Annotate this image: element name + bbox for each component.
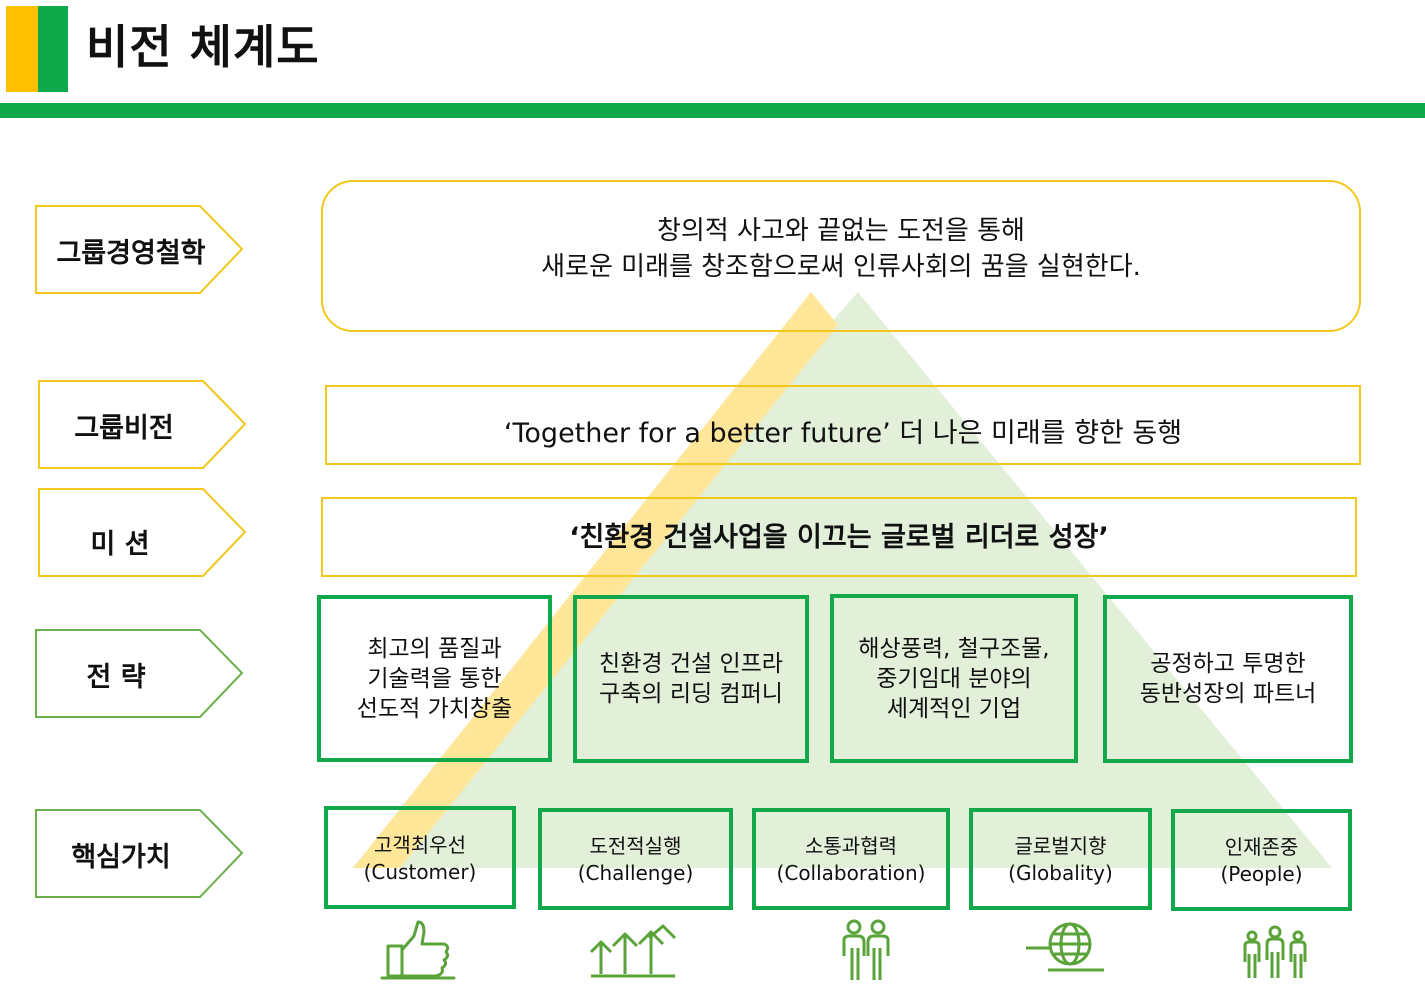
value-box-customer: 고객최우선 (Customer) — [324, 806, 516, 909]
value-english: (Customer) — [363, 859, 477, 884]
title-accent-green — [38, 6, 68, 92]
label-group-philosophy: 그룹경영철학 — [35, 205, 245, 295]
people-group-icon — [1243, 925, 1307, 978]
page-title: 비전 체계도 — [86, 20, 320, 74]
globe-icon — [1026, 922, 1104, 972]
strategy-text: 최고의 품질과 기술력을 통한 선도적 가치창출 — [357, 634, 512, 724]
value-text: 인재존중 (People) — [1220, 834, 1302, 888]
strategy-line: 해상풍력, 철구조물, — [858, 635, 1050, 662]
strategy-text: 친환경 건설 인프라 구축의 리딩 컴퍼니 — [599, 649, 783, 709]
strategy-line: 세계적인 기업 — [886, 695, 1022, 722]
value-english: (Challenge) — [577, 861, 694, 885]
mission-box: ‘친환경 건설사업을 이끄는 글로벌 리더로 성장’ — [321, 497, 1357, 577]
value-english: (People) — [1220, 862, 1303, 886]
arrow-outline-icon — [38, 488, 247, 577]
strategy-line: 중기임대 분야의 — [876, 665, 1032, 692]
strategy-line: 선도적 가치창출 — [356, 695, 513, 722]
value-korean: 인재존중 — [1224, 835, 1299, 859]
rising-arrows-icon — [589, 924, 677, 978]
mission-text: ‘친환경 건설사업을 이끄는 글로벌 리더로 성장’ — [569, 521, 1109, 553]
strategy-box: 친환경 건설 인프라 구축의 리딩 컴퍼니 — [573, 595, 809, 763]
value-english: (Globality) — [1008, 861, 1113, 885]
value-box-challenge: 도전적실행 (Challenge) — [538, 808, 733, 910]
thumbs-up-icon — [380, 920, 456, 980]
strategy-box: 해상풍력, 철구조물, 중기임대 분야의 세계적인 기업 — [830, 594, 1078, 763]
value-box-globality: 글로벌지향 (Globality) — [969, 808, 1152, 910]
arrow-outline-icon — [38, 380, 247, 469]
value-text: 글로벌지향 (Globality) — [1008, 833, 1113, 887]
label-strategy: 전 략 — [35, 629, 245, 719]
value-text: 고객최우선 (Customer) — [364, 832, 477, 886]
philosophy-text: 창의적 사고와 끝없는 도전을 통해 새로운 미래를 창조함으로써 인류사회의 … — [541, 213, 1141, 285]
label-group-vision: 그룹비전 — [38, 380, 248, 470]
label-core-values: 핵심가치 — [35, 809, 245, 899]
value-korean: 소통과협력 — [805, 834, 897, 858]
value-korean: 글로벌지향 — [1014, 834, 1107, 858]
philosophy-line: 창의적 사고와 끝없는 도전을 통해 — [657, 216, 1025, 246]
label-text: 핵심가치 — [71, 841, 171, 873]
strategy-box: 공정하고 투명한 동반성장의 파트너 — [1103, 595, 1353, 763]
label-mission: 미 션 — [38, 488, 248, 578]
header-divider — [0, 103, 1425, 118]
strategy-line: 기술력을 통한 — [367, 665, 502, 692]
strategy-line: 최고의 품질과 — [367, 635, 502, 662]
label-text: 미 션 — [90, 528, 150, 560]
philosophy-line: 새로운 미래를 창조함으로써 인류사회의 꿈을 실현한다. — [541, 252, 1141, 282]
value-box-collaboration: 소통과협력 (Collaboration) — [752, 808, 950, 910]
vision-box: ‘Together for a better future’ 더 나은 미래를 … — [325, 385, 1361, 465]
value-korean: 도전적실행 — [589, 834, 682, 858]
vision-text: ‘Together for a better future’ 더 나은 미래를 … — [503, 417, 1183, 449]
value-english: (Collaboration) — [776, 861, 926, 885]
label-text: 그룹경영철학 — [56, 237, 206, 269]
arrow-outline-icon — [35, 629, 244, 718]
strategy-line: 공정하고 투명한 — [1150, 651, 1306, 677]
strategy-box: 최고의 품질과 기술력을 통한 선도적 가치창출 — [317, 595, 552, 762]
philosophy-box: 창의적 사고와 끝없는 도전을 통해 새로운 미래를 창조함으로써 인류사회의 … — [321, 180, 1361, 332]
strategy-line: 구축의 리딩 컴퍼니 — [599, 681, 783, 707]
title-accent-yellow — [6, 6, 38, 92]
strategy-line: 동반성장의 파트너 — [1139, 681, 1317, 707]
strategy-line: 친환경 건설 인프라 — [599, 651, 783, 677]
value-korean: 고객최우선 — [373, 832, 466, 857]
pyramid-green-triangle — [352, 292, 1332, 868]
arrow-outline-icon — [35, 205, 244, 294]
arrow-outline-icon — [35, 809, 244, 898]
value-box-people: 인재존중 (People) — [1171, 809, 1352, 911]
value-text: 소통과협력 (Collaboration) — [777, 833, 926, 887]
strategy-text: 해상풍력, 철구조물, 중기임대 분야의 세계적인 기업 — [858, 634, 1049, 724]
value-text: 도전적실행 (Challenge) — [578, 833, 694, 887]
people-together-icon — [842, 919, 890, 980]
pyramid-yellow-stripe — [353, 292, 838, 868]
label-text: 그룹비전 — [74, 412, 174, 444]
strategy-text: 공정하고 투명한 동반성장의 파트너 — [1140, 649, 1317, 709]
label-text: 전 략 — [86, 661, 146, 693]
